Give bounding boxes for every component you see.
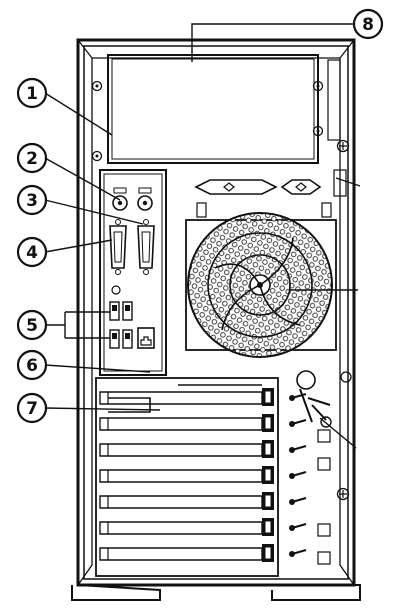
fan-icon (185, 212, 337, 358)
leader-lines (44, 23, 358, 449)
vga-port-icon (109, 219, 127, 275)
callout-8: 8 (352, 8, 384, 40)
expansion-slot-area (95, 370, 332, 577)
callout-5: 5 (16, 309, 48, 341)
callout-4: 4 (16, 236, 48, 268)
power-supply-bay (107, 54, 319, 164)
callout-6: 6 (16, 349, 48, 381)
callout-7: 7 (16, 392, 48, 424)
leader-line-3 (44, 199, 144, 225)
leader-line-1 (44, 92, 113, 136)
callout-2: 2 (16, 142, 48, 174)
leader-line-7 (44, 407, 161, 411)
callout-8-label: 8 (362, 15, 374, 35)
serial-port-icon (137, 219, 155, 275)
leader-line-2 (44, 157, 121, 201)
callout-7-label: 7 (26, 399, 38, 419)
callout-5-label: 5 (26, 316, 38, 336)
io-panel (99, 169, 167, 376)
callout-3-label: 3 (26, 191, 38, 211)
usb-port-icon (109, 301, 133, 349)
expansion-slot-icon (99, 388, 274, 562)
vent-grilles (194, 179, 332, 218)
slot-retention-screws (289, 393, 331, 565)
callout-4-label: 4 (26, 243, 38, 263)
lock-icon (296, 370, 332, 428)
leader-line-6 (44, 364, 151, 373)
ps2-port-icon (112, 187, 153, 211)
leader-line-lock (319, 417, 357, 449)
leader-line-5 (45, 311, 110, 339)
callout-2-label: 2 (26, 149, 38, 169)
network-port-icon (137, 327, 155, 349)
callout-1-label: 1 (26, 84, 38, 104)
callout-3: 3 (16, 184, 48, 216)
callout-6-label: 6 (26, 356, 38, 376)
leader-line-4 (44, 239, 113, 253)
callout-1: 1 (16, 77, 48, 109)
leader-line-8 (191, 23, 355, 62)
